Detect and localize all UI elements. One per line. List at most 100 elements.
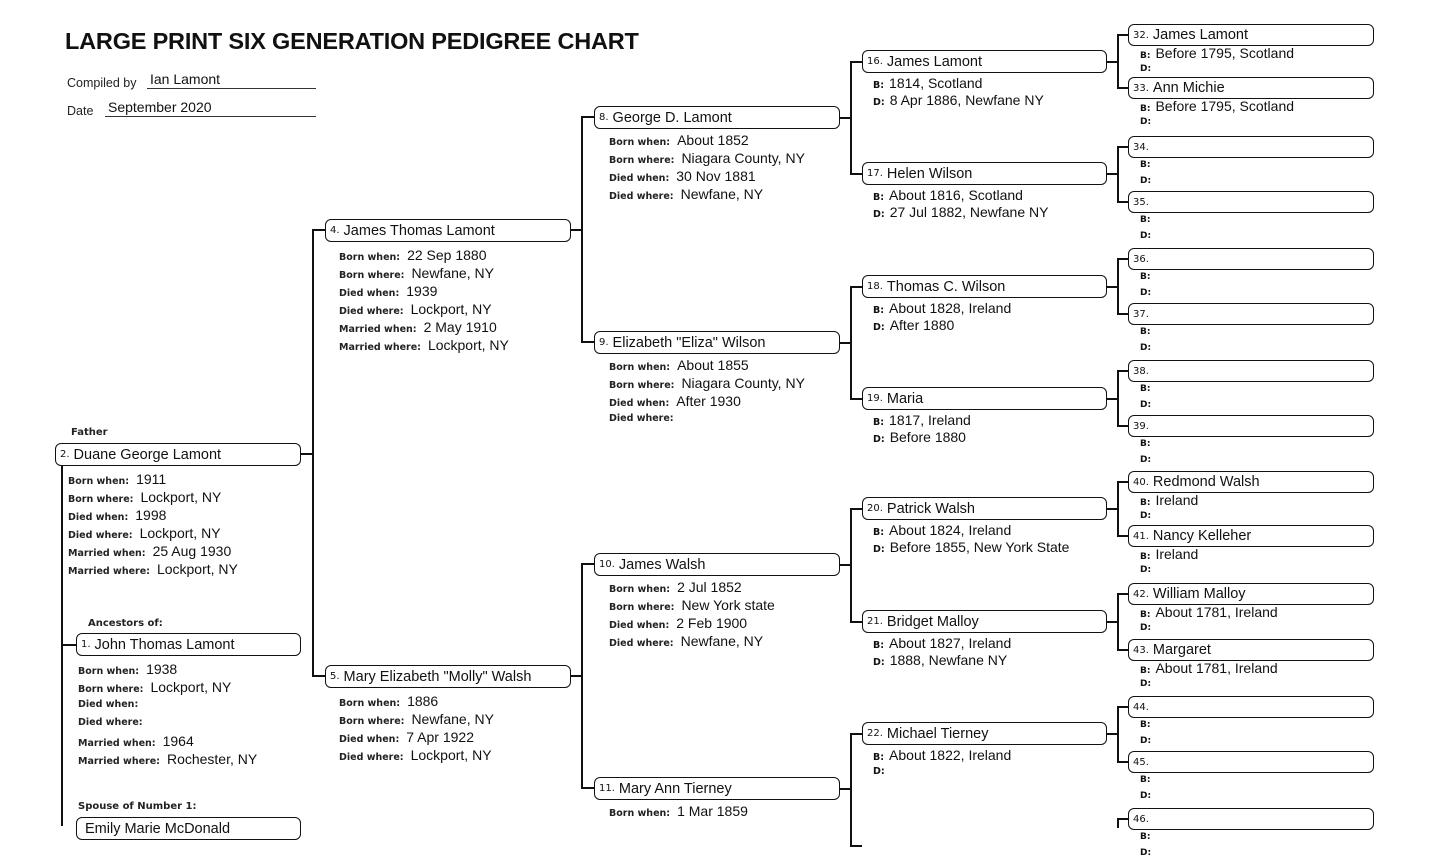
person-box-34[interactable]: 34. <box>1128 136 1374 158</box>
b-value[interactable]: About 1827, Ireland <box>889 635 1012 651</box>
b-value[interactable]: About 1781, Ireland <box>1155 660 1278 676</box>
b-value[interactable]: About 1828, Ireland <box>889 300 1012 316</box>
person-box-11[interactable]: 11.Mary Ann Tierney <box>594 777 840 800</box>
person-box-spouse[interactable]: Emily Marie McDonald <box>76 817 301 840</box>
person-name: Mary Elizabeth "Molly" Walsh <box>343 668 532 685</box>
detail-value[interactable]: Lockport, NY <box>410 301 492 317</box>
b-value[interactable]: Before 1795, Scotland <box>1155 45 1295 61</box>
b-value[interactable]: About 1781, Ireland <box>1155 604 1278 620</box>
person-box-20[interactable]: 20.Patrick Walsh <box>862 497 1107 520</box>
birth-line: B: <box>1140 829 1155 845</box>
detail-value[interactable]: About 1855 <box>677 357 749 373</box>
detail-value[interactable]: 1964 <box>162 733 194 749</box>
b-value[interactable]: 1817, Ireland <box>889 412 971 428</box>
person-box-33[interactable]: 33.Ann Michie <box>1128 77 1374 99</box>
person-number: 44. <box>1133 701 1149 713</box>
person-box-9[interactable]: 9.Elizabeth "Eliza" Wilson <box>594 331 840 354</box>
person-box-21[interactable]: 21.Bridget Malloy <box>862 610 1107 633</box>
detail-value[interactable]: Rochester, NY <box>166 751 258 767</box>
detail-value[interactable]: Niagara County, NY <box>681 375 805 391</box>
connector-line <box>1107 173 1118 175</box>
detail-value[interactable]: 22 Sep 1880 <box>407 247 487 263</box>
d-value[interactable]: 1888, Newfane NY <box>889 652 1008 668</box>
person-box-38[interactable]: 38. <box>1128 360 1374 382</box>
detail-value[interactable]: Lockport, NY <box>156 561 238 577</box>
detail-value[interactable]: 1 Mar 1859 <box>677 803 748 819</box>
connector-line <box>840 788 851 790</box>
detail-value[interactable]: Lockport, NY <box>410 747 492 763</box>
b-value[interactable]: Ireland <box>1155 546 1199 562</box>
person-box-10[interactable]: 10.James Walsh <box>594 553 840 576</box>
person-box-32[interactable]: 32.James Lamont <box>1128 24 1374 46</box>
person-box-22[interactable]: 22.Michael Tierney <box>862 722 1107 745</box>
person-box-37[interactable]: 37. <box>1128 303 1374 325</box>
person-name: James Walsh <box>618 556 706 573</box>
connector-line <box>1117 593 1128 595</box>
detail-value[interactable]: Niagara County, NY <box>681 150 805 166</box>
person-box-8[interactable]: 8.George D. Lamont <box>594 106 840 129</box>
detail-value[interactable]: 1998 <box>135 507 167 523</box>
b-value[interactable]: About 1822, Ireland <box>889 747 1012 763</box>
person-box-2[interactable]: 2.Duane George Lamont <box>55 443 301 466</box>
person-box-45[interactable]: 45. <box>1128 751 1374 773</box>
d-label: D: <box>1140 791 1152 801</box>
connector-line <box>581 563 594 565</box>
b-value[interactable]: Before 1795, Scotland <box>1155 98 1295 114</box>
person-box-17[interactable]: 17.Helen Wilson <box>862 162 1107 185</box>
detail-value[interactable]: Newfane, NY <box>680 633 764 649</box>
detail-value[interactable]: 30 Nov 1881 <box>676 168 756 184</box>
connector-line <box>850 621 862 623</box>
detail-value[interactable]: After 1930 <box>676 393 741 409</box>
person-box-36[interactable]: 36. <box>1128 248 1374 270</box>
detail-value[interactable]: 1886 <box>407 693 439 709</box>
detail-label: Married where: <box>68 566 150 577</box>
person-box-44[interactable]: 44. <box>1128 696 1374 718</box>
d-label: D: <box>873 657 885 668</box>
detail-value[interactable]: 2 Feb 1900 <box>676 615 748 631</box>
detail-value[interactable]: 1911 <box>136 471 167 487</box>
detail-value[interactable]: Newfane, NY <box>411 265 494 281</box>
d-value[interactable]: 8 Apr 1886, Newfane NY <box>889 92 1044 108</box>
detail-value[interactable]: About 1852 <box>677 132 749 148</box>
d-value[interactable]: 27 Jul 1882, Newfane NY <box>889 204 1049 220</box>
detail-value[interactable]: 1939 <box>406 283 438 299</box>
detail-value[interactable]: Newfane, NY <box>680 186 764 202</box>
person-box-43[interactable]: 43.Margaret <box>1128 639 1374 661</box>
detail-value[interactable]: 1938 <box>146 661 178 677</box>
d-value[interactable]: Before 1880 <box>889 429 966 445</box>
detail-value[interactable]: Lockport, NY <box>150 679 232 695</box>
detail-value[interactable]: Lockport, NY <box>427 337 509 353</box>
detail-value[interactable]: Newfane, NY <box>411 711 494 727</box>
b-value[interactable]: Ireland <box>1155 492 1199 508</box>
detail-value[interactable]: 2 Jul 1852 <box>677 579 742 595</box>
b-value[interactable]: 1814, Scotland <box>889 75 983 91</box>
person-box-42[interactable]: 42.William Malloy <box>1128 583 1374 605</box>
detail-value[interactable]: 2 May 1910 <box>423 319 497 335</box>
b-label: B: <box>873 527 885 538</box>
person-box-16[interactable]: 16.James Lamont <box>862 50 1107 73</box>
d-value[interactable]: Before 1855, New York State <box>889 539 1070 555</box>
detail-value[interactable]: New York state <box>681 597 775 613</box>
person-box-46[interactable]: 46. <box>1128 808 1374 830</box>
person-box-39[interactable]: 39. <box>1128 415 1374 437</box>
d-value[interactable]: After 1880 <box>889 317 955 333</box>
b-value[interactable]: About 1824, Ireland <box>889 522 1012 538</box>
detail-died-where: Died where:Lockport, NY <box>339 301 492 320</box>
connector-line <box>312 229 314 677</box>
detail-value[interactable]: Lockport, NY <box>140 489 222 505</box>
detail-value[interactable]: Lockport, NY <box>139 525 221 541</box>
detail-value[interactable]: 25 Aug 1930 <box>152 543 232 559</box>
person-box-4[interactable]: 4.James Thomas Lamont <box>325 219 571 242</box>
detail-value[interactable]: 7 Apr 1922 <box>406 729 474 745</box>
person-box-41[interactable]: 41.Nancy Kelleher <box>1128 525 1374 547</box>
person-box-40[interactable]: 40.Redmond Walsh <box>1128 471 1374 493</box>
person-box-35[interactable]: 35. <box>1128 191 1374 213</box>
birth-line: B: <box>1140 324 1155 340</box>
person-box-1[interactable]: 1.John Thomas Lamont <box>76 633 301 656</box>
person-box-5[interactable]: 5.Mary Elizabeth "Molly" Walsh <box>325 665 571 688</box>
date-field[interactable]: September 2020 <box>105 99 316 117</box>
person-box-18[interactable]: 18.Thomas C. Wilson <box>862 275 1107 298</box>
person-box-19[interactable]: 19.Maria <box>862 387 1107 410</box>
b-value[interactable]: About 1816, Scotland <box>889 187 1023 203</box>
compiled-by-field[interactable]: Ian Lamont <box>147 71 316 89</box>
